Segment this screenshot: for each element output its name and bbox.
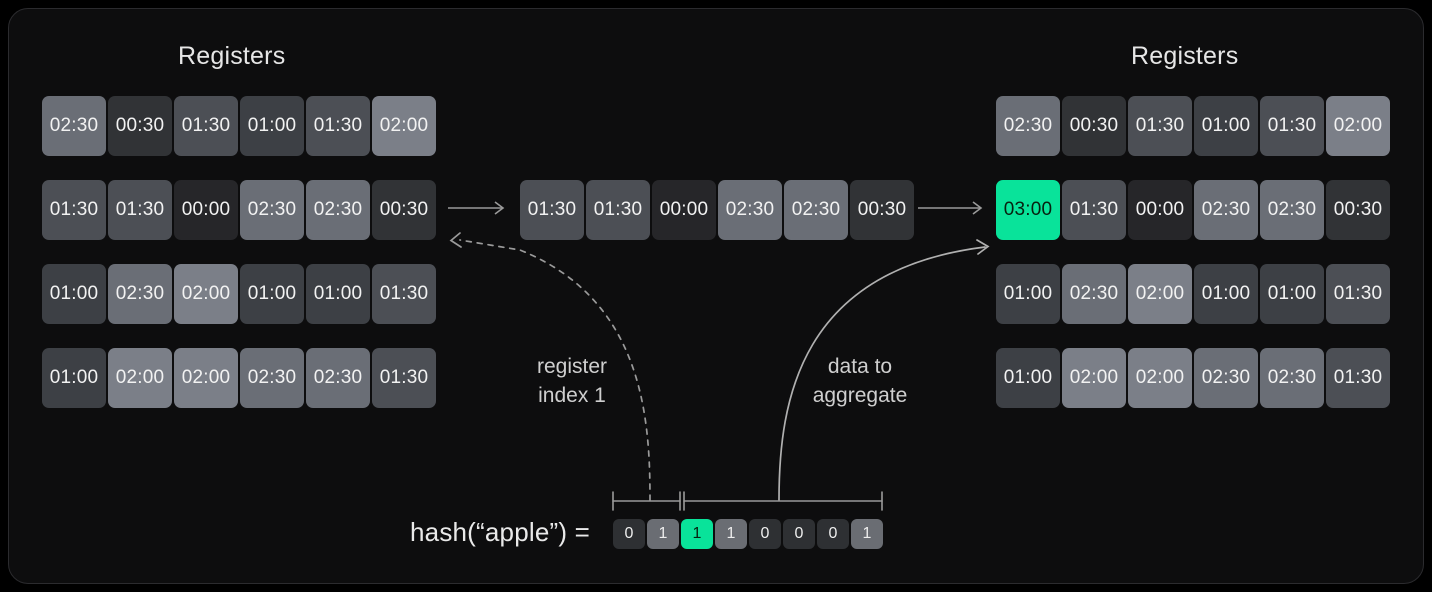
in-flight-cell-3: 02:30	[718, 180, 782, 240]
register-cell-r1-c4: 02:30	[1260, 180, 1324, 240]
in-flight-cell-2: 00:00	[652, 180, 716, 240]
register-cell-r1-c1: 01:30	[1062, 180, 1126, 240]
register-cell-r3-c0: 01:00	[996, 348, 1060, 408]
hash-bit-7: 1	[851, 519, 883, 549]
register-cell-r0-c0: 02:30	[42, 96, 106, 156]
in-flight-cell-1: 01:30	[586, 180, 650, 240]
register-cell-r3-c0: 01:00	[42, 348, 106, 408]
register-cell-r2-c4: 01:00	[1260, 264, 1324, 324]
register-cell-r1-c4: 02:30	[306, 180, 370, 240]
register-cell-r2-c2: 02:00	[174, 264, 238, 324]
register-cell-r2-c5: 01:30	[372, 264, 436, 324]
hash-bit-2: 1	[681, 519, 713, 549]
register-cell-r0-c5: 02:00	[1326, 96, 1390, 156]
left-registers-heading: Registers	[178, 42, 286, 70]
hash-expression-label: hash(“apple”) =	[410, 517, 591, 547]
hash-bit-6: 0	[817, 519, 849, 549]
register-cell-r0-c1: 00:30	[108, 96, 172, 156]
in-flight-cell-4: 02:30	[784, 180, 848, 240]
register-cell-r2-c3: 01:00	[240, 264, 304, 324]
register-cell-r0-c4: 01:30	[1260, 96, 1324, 156]
register-cell-r3-c2: 02:00	[174, 348, 238, 408]
register-cell-r3-c1: 02:00	[108, 348, 172, 408]
arrow-middle-to-right-icon	[918, 201, 983, 215]
in-flight-cell-5: 00:30	[850, 180, 914, 240]
register-cell-r0-c4: 01:30	[306, 96, 370, 156]
register-index-label: register index 1	[536, 355, 608, 407]
register-cell-r3-c4: 02:30	[1260, 348, 1324, 408]
register-cell-r3-c3: 02:30	[1194, 348, 1258, 408]
register-cell-r3-c5: 01:30	[372, 348, 436, 408]
register-cell-r2-c3: 01:00	[1194, 264, 1258, 324]
register-cell-r2-c2: 02:00	[1128, 264, 1192, 324]
right-registers-heading: Registers	[1131, 42, 1239, 70]
register-cell-r2-c4: 01:00	[306, 264, 370, 324]
arrow-left-to-middle-icon	[448, 201, 505, 215]
register-cell-r3-c2: 02:00	[1128, 348, 1192, 408]
register-cell-r1-c5: 00:30	[372, 180, 436, 240]
register-cell-r2-c0: 01:00	[996, 264, 1060, 324]
data-to-aggregate-label: data to aggregate	[812, 355, 908, 407]
hash-bit-4: 0	[749, 519, 781, 549]
register-cell-r3-c1: 02:00	[1062, 348, 1126, 408]
register-cell-r1-c3: 02:30	[1194, 180, 1258, 240]
register-cell-r1-c2: 00:00	[1128, 180, 1192, 240]
in-flight-cell-0: 01:30	[520, 180, 584, 240]
register-cell-r0-c3: 01:00	[1194, 96, 1258, 156]
register-cell-r0-c2: 01:30	[1128, 96, 1192, 156]
register-cell-r3-c3: 02:30	[240, 348, 304, 408]
register-cell-r2-c5: 01:30	[1326, 264, 1390, 324]
register-cell-r3-c5: 01:30	[1326, 348, 1390, 408]
register-cell-r1-c0: 01:30	[42, 180, 106, 240]
register-cell-r0-c5: 02:00	[372, 96, 436, 156]
hash-bit-0: 0	[613, 519, 645, 549]
register-cell-r0-c2: 01:30	[174, 96, 238, 156]
register-cell-r3-c4: 02:30	[306, 348, 370, 408]
hash-bit-1: 1	[647, 519, 679, 549]
register-cell-r1-c2: 00:00	[174, 180, 238, 240]
hash-bit-5: 0	[783, 519, 815, 549]
register-cell-r1-c1: 01:30	[108, 180, 172, 240]
register-cell-r1-c3: 02:30	[240, 180, 304, 240]
register-cell-r1-c0: 03:00	[996, 180, 1060, 240]
register-cell-r0-c3: 01:00	[240, 96, 304, 156]
register-cell-r2-c1: 02:30	[108, 264, 172, 324]
register-cell-r2-c0: 01:00	[42, 264, 106, 324]
register-cell-r0-c1: 00:30	[1062, 96, 1126, 156]
register-cell-r2-c1: 02:30	[1062, 264, 1126, 324]
register-cell-r0-c0: 02:30	[996, 96, 1060, 156]
hash-bit-3: 1	[715, 519, 747, 549]
register-cell-r1-c5: 00:30	[1326, 180, 1390, 240]
